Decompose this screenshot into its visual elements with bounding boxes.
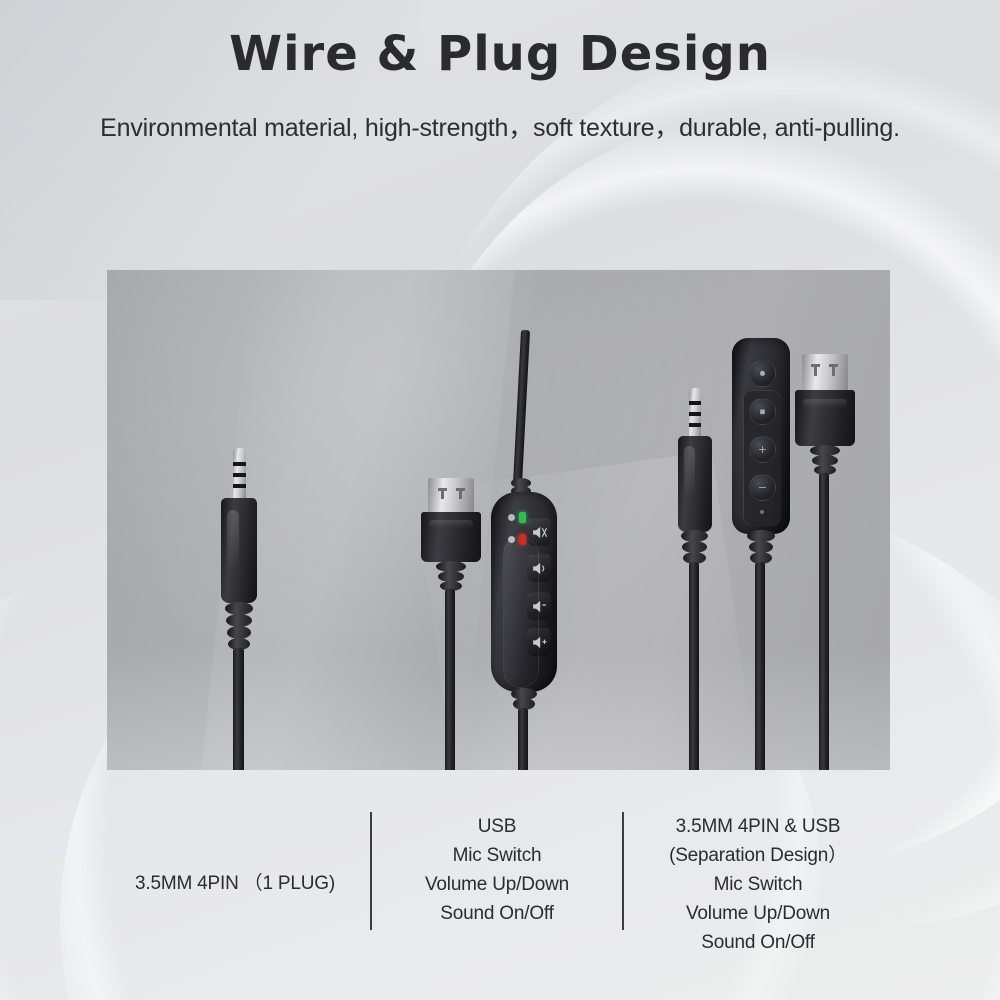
plug-band-2 [689,412,701,416]
module-bottom-strain-relief [747,530,775,542]
power-led-green [519,512,526,523]
mic-switch-glyph: ⏺ [759,367,766,380]
caption-area: 3.5MM 4PIN （1 PLUG) USB Mic Switch Volum… [0,775,1000,1000]
usb-strain-relief-rib [814,465,836,475]
usb-strain-relief-rib [812,455,838,466]
plug-housing [678,436,712,532]
page-title: Wire & Plug Design [229,26,771,82]
sound-on-off-glyph: ⏹ [759,405,766,418]
usb-body-gloss [803,399,847,408]
volume-up-glyph: + [757,443,768,456]
strain-relief-rib [228,638,250,650]
strain-relief-rib [227,626,251,639]
strain-relief-rib [681,530,708,542]
caption-line: USB [477,816,517,837]
capsule-top-strain-relief [511,478,531,488]
strain-relief-rib [683,552,706,564]
usb-shell-slot-right [456,488,465,491]
volume-up-button[interactable]: + [749,436,776,463]
cable-strand [819,473,829,770]
plug-band-3 [233,484,246,488]
caption-line: Volume Up/Down [425,873,569,895]
capsule-top-strain-relief [511,486,531,496]
caption-divider-1 [370,812,372,930]
usb-shell-notch-left [814,367,817,376]
volume-down-button[interactable] [527,592,551,620]
plug-housing [221,498,257,603]
caption-line: Volume Up/Down [686,902,830,924]
usb-shell-slot-right [829,364,838,367]
volume-down-icon [533,600,546,613]
usb-shell-slot-left [811,364,820,367]
strain-relief-rib [682,541,707,553]
module-bottom-strain-relief [750,552,772,564]
usb-connector-body [421,512,481,562]
usb-connector-shell [428,478,474,514]
speaker-mute-icon [533,526,548,539]
volume-up-icon [533,636,547,649]
sound-on-off-button[interactable]: ⏹ [749,398,776,425]
mic-mute-icon [533,562,545,575]
mic-mute-button[interactable] [527,554,551,582]
usb-strain-relief-rib [438,571,464,582]
volume-up-button[interactable] [527,628,551,656]
plug-band-1 [233,462,246,466]
module-bottom-strain-relief [749,541,773,553]
cable-strand-lower [518,708,528,770]
cable-strand-upper [512,329,531,486]
cable-strand [445,589,455,770]
caption-line: Sound On/Off [440,902,554,924]
rect-control-module[interactable]: ⏺ ⏹ + − [732,338,790,534]
cable-strand [233,648,244,770]
caption-line: (Separation Design） [669,844,847,866]
caption-line: Mic Switch [713,873,803,895]
capsule-bottom-strain-relief [511,688,537,700]
mic-switch-button[interactable]: ⏺ [749,360,776,387]
volume-down-button[interactable]: − [749,474,776,501]
usb-body-gloss [429,520,473,528]
plug-band-3 [689,423,701,427]
usb-shell-notch-right [459,491,462,499]
usb-shell-notch-right [832,367,835,376]
caption-line: Sound On/Off [701,931,815,953]
usb-strain-relief-rib [440,581,462,591]
usb-shell-slot-left [438,488,447,491]
usb-strain-relief-rib [436,561,466,572]
mic-led-red [519,534,526,545]
speaker-mute-button[interactable] [527,518,551,546]
product-photo-panel: ⏺ ⏹ + − [107,270,890,770]
headphone-icon [508,514,515,521]
caption-line: 3.5MM 4PIN & USB [675,816,841,837]
usb-connector-body [795,390,855,446]
usb-strain-relief-rib [810,445,840,456]
status-indicator-dot [760,510,764,514]
plug-housing-gloss [227,510,239,570]
cable-strand [689,562,699,770]
microphone-icon [508,536,515,543]
caption-middle: USB Mic Switch Volume Up/Down Sound On/O… [382,813,612,929]
volume-down-glyph: − [757,481,768,494]
page-subtitle: Environmental material, high-strength，so… [100,114,900,142]
plug-housing-gloss [684,446,695,498]
strain-relief-rib [226,614,252,627]
caption-line: 3.5MM 4PIN （1 PLUG) [135,873,335,894]
caption-divider-2 [622,812,624,930]
capsule-bottom-strain-relief [513,698,535,710]
cable-strand [755,562,765,770]
capsule-ridge [503,536,539,688]
plug-band-1 [689,401,701,405]
plug-band-2 [233,473,246,477]
caption-line: Mic Switch [452,844,542,866]
inline-control-module[interactable] [491,492,557,692]
usb-connector-shell [802,354,848,392]
strain-relief-rib [225,602,253,615]
caption-right: 3.5MM 4PIN & USB (Separation Design） Mic… [638,813,878,957]
usb-shell-notch-left [441,491,444,499]
caption-left: 3.5MM 4PIN （1 PLUG) [110,870,360,899]
